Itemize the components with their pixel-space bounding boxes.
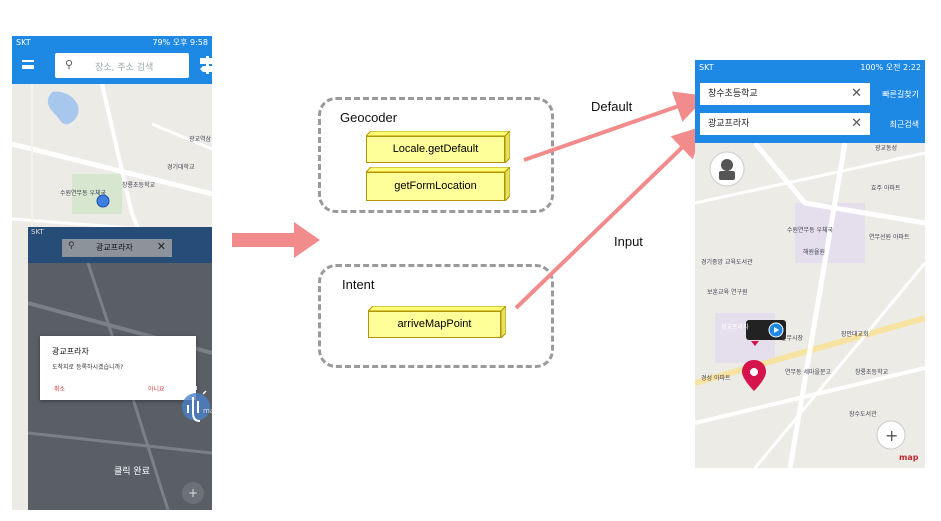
route-from-clear-icon[interactable]: ✕ — [851, 86, 862, 101]
left-map-label-1: 경기대학교 — [167, 164, 195, 171]
svg-text:+: + — [188, 486, 198, 500]
right-map-label-1: 효주 아파트 — [871, 185, 901, 192]
left-status-bar: SKT 79% 오후 9:58 — [12, 36, 212, 50]
right-top-bar: SKT 100% 오전 2:22 창수초등학교 ✕ 광교프라자 ✕ 빠른길찾기 … — [695, 60, 925, 143]
right-map-label-11: 창룡초등학교 — [855, 369, 889, 376]
right-status-right: 100% 오전 2:22 — [860, 63, 921, 72]
left-search-box[interactable]: ⚲ 장소, 주소 검색 — [55, 53, 189, 78]
right-map-label-10: 경성 아파트 — [701, 375, 731, 382]
node-getformlocation: getFormLocation — [366, 167, 510, 201]
right-carrier: SKT — [699, 63, 714, 72]
dialog-confirm-button[interactable]: 아니요 — [148, 386, 165, 393]
input-edge — [514, 125, 705, 310]
geocoder-group — [318, 97, 554, 213]
overlay-search-field: ⚲ 광교프라자 ✕ — [62, 239, 172, 257]
left-phone-screenshot: SKT 79% 오후 9:58 ⚲ 장소, 주소 검색 광교역삼 경기대학교 — [12, 36, 212, 510]
overlay-carrier: SKT — [31, 228, 44, 236]
right-map-label-4: 해원율원 — [803, 249, 826, 256]
left-search-placeholder: 장소, 주소 검색 — [95, 63, 154, 73]
left-map-label-3: 창룡초등학교 — [122, 182, 156, 189]
edges-to-right-phone — [514, 91, 708, 310]
geocoder-title: Geocoder — [340, 110, 398, 125]
left-carrier: SKT — [16, 38, 31, 47]
right-map[interactable]: + 광교프라자 광교동성 효주 아파트 수원연무동 우체국 연무선원 아파트 해… — [695, 143, 925, 468]
node-arrivemappoint-3d — [368, 306, 506, 338]
left-map-label-0: 광교역삼 — [189, 136, 212, 143]
right-map-label-7: 연무시장 — [781, 335, 804, 342]
left-top-bar: SKT 79% 오후 9:58 ⚲ 장소, 주소 검색 — [12, 36, 212, 84]
route-to-value: 광교프라자 — [708, 119, 750, 129]
right-map-label-3: 연무선원 아파트 — [869, 234, 910, 241]
svg-text:+: + — [885, 426, 898, 445]
overlay-search-icon: ⚲ — [68, 241, 75, 251]
right-map-label-8: 장안대교회 — [841, 331, 869, 338]
route-to-field[interactable]: 광교프라자 ✕ — [700, 113, 870, 135]
tap-hand-icon — [182, 386, 210, 422]
route-to-clear-icon[interactable]: ✕ — [851, 116, 862, 131]
fast-route-button[interactable]: 빠른길찾기 — [882, 90, 919, 99]
node-arrivemappoint-label: arriveMapPoint — [368, 311, 501, 338]
left-status-right: 79% 오후 9:58 — [152, 38, 208, 47]
right-map-label-2: 수원연무동 우체국 — [787, 227, 834, 234]
right-map-label-9: 연무동 세마을문고 — [785, 369, 832, 376]
left-map-label-2: 수원연무동 우체국 — [60, 190, 107, 197]
right-map-roads: + — [695, 143, 925, 468]
search-icon: ⚲ — [65, 58, 74, 71]
overlay-clear-icon: ✕ — [156, 240, 166, 253]
overlay-search-value: 광교프라자 — [96, 243, 133, 252]
forward-arrow — [232, 222, 320, 258]
right-map-label-6: 보훈교육 연구원 — [707, 289, 748, 296]
intent-group — [318, 264, 554, 368]
click-done-toast: 클릭 완료 — [114, 467, 150, 477]
node-arrivemappoint: arriveMapPoint — [368, 306, 506, 338]
node-locale-getdefault: Locale.getDefault — [366, 131, 510, 163]
menu-icon[interactable] — [22, 60, 34, 69]
intent-title: Intent — [342, 277, 375, 292]
default-edge — [523, 91, 708, 162]
overlay-screenshot: SKT ⚲ 광교프라자 ✕ + 광교프라자 도착지로 등록하시겠습니까? 취소 … — [28, 227, 212, 510]
dialog-cancel-button[interactable]: 취소 — [54, 386, 66, 393]
right-brand: map — [899, 453, 919, 462]
right-phone-screenshot: SKT 100% 오전 2:22 창수초등학교 ✕ 광교프라자 ✕ 빠른길찾기 … — [695, 60, 925, 468]
overlay-brand: map — [203, 407, 212, 415]
confirm-dialog: 광교프라자 도착지로 등록하시겠습니까? 취소 아니요 — [40, 336, 196, 400]
route-from-value: 창수초등학교 — [708, 89, 758, 99]
dialog-title: 광교프라자 — [52, 347, 89, 356]
input-edge-label: Input — [614, 234, 643, 249]
overlay-top-bar: SKT ⚲ 광교프라자 ✕ — [28, 227, 212, 263]
default-edge-label: Default — [591, 99, 633, 114]
marker-label: 광교프라자 — [721, 324, 749, 331]
directions-icon[interactable] — [198, 53, 212, 75]
dialog-message: 도착지로 등록하시겠습니까? — [52, 364, 124, 371]
recent-search-button[interactable]: 최근검색 — [889, 120, 919, 129]
right-map-label-12: 장수도서관 — [849, 411, 877, 418]
right-map-label-0: 광교동성 — [875, 145, 898, 152]
node-getformlocation-label: getFormLocation — [366, 172, 505, 201]
route-from-field[interactable]: 창수초등학교 ✕ — [700, 83, 870, 105]
node-locale-getdefault-label: Locale.getDefault — [366, 136, 505, 163]
right-status-bar: SKT 100% 오전 2:22 — [695, 60, 925, 76]
right-map-label-5: 경기중앙 교육도서관 — [701, 259, 753, 266]
